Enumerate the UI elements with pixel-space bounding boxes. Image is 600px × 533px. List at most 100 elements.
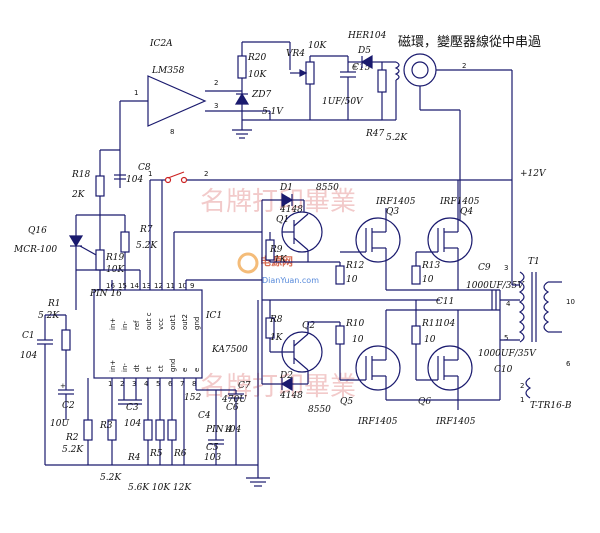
value-c2: 10U [50, 419, 69, 429]
t1-pin-1: 1 [520, 396, 524, 404]
ic1-top-pin-number: 9 [190, 282, 194, 290]
label-c15: C15 [352, 63, 371, 73]
value-c9: 1000UF/35V [466, 281, 525, 291]
watermark-logo-icon [237, 252, 259, 274]
ic1-top-pin-number: 10 [178, 282, 187, 290]
resistor-r13 [411, 265, 421, 285]
supply-label: +12V [520, 169, 547, 179]
resistor-r5 [155, 419, 165, 441]
ring-pin-2: 2 [462, 62, 466, 70]
label-r47: R47 [365, 129, 385, 139]
value-c7: 470U [221, 395, 247, 405]
ic1-bottom-pin-number: 5 [156, 380, 160, 388]
wiper-arrow-icon [299, 69, 308, 77]
ic1-top-pin-number: 13 [142, 282, 151, 290]
resistor-r47 [377, 69, 387, 93]
t1-pin-4: 4 [506, 300, 511, 308]
values-r4-r5-r6: 5.6K 10K 12K [128, 483, 192, 493]
t1-pin-3: 3 [504, 264, 508, 272]
ic1-top-pin-label: vcc [157, 318, 165, 330]
label-c3: C3 [126, 403, 139, 413]
ic1-top-pin-number: 12 [154, 282, 163, 290]
mosfet-q6 [427, 345, 473, 391]
label-q1: Q1 [276, 215, 289, 225]
label-r7: R7 [139, 225, 153, 235]
label-r19: R19 [105, 253, 125, 263]
label-vr4: VR4 [286, 49, 305, 59]
label-c2: C2 [62, 401, 75, 411]
ic1-bottom-pin-number: 2 [120, 380, 124, 388]
scr-q16 [68, 235, 84, 248]
value-c15: 1UF/50V [322, 97, 364, 107]
pin-1: 1 [134, 89, 138, 97]
watermark-bottom: 名牌打印畢業 [200, 372, 356, 402]
watermark-site: DianYuan.com [262, 276, 319, 285]
value-r12: 10 [346, 275, 358, 285]
ic1-top-pin-number: 11 [166, 282, 175, 290]
mosfet-q3 [355, 217, 401, 263]
diode-d1 [281, 192, 294, 208]
watermark-top: 名牌打印畢業 [200, 187, 356, 217]
mosfet-q4 [427, 217, 473, 263]
ic1-bottom-pin-number: 6 [168, 380, 173, 388]
t1-pin-5: 5 [504, 334, 508, 342]
label-d2: D2 [279, 371, 293, 381]
opamp-ic2a [147, 75, 207, 127]
ic1-top-pin-number: 14 [130, 282, 139, 290]
value-r1: 5.2K [38, 311, 60, 321]
value-c11: 104 [438, 319, 455, 329]
transformer-secondary [543, 281, 550, 333]
label-r5: R5 [149, 449, 163, 459]
value-zd7: 5.1V [262, 107, 284, 117]
label-r1: R1 [47, 299, 61, 309]
label-r20: R20 [247, 53, 267, 63]
label-q5: Q5 [340, 397, 353, 407]
switch-contact-right [180, 176, 188, 184]
ic1-top-pin-number: 16 [106, 282, 115, 290]
value-q1: 8550 [316, 183, 339, 193]
resistor-r1 [61, 329, 71, 351]
ic1-top-pin-number: 15 [118, 282, 127, 290]
resistor-r19 [95, 249, 105, 271]
label-q2: Q2 [302, 321, 315, 331]
title-note: 磁環，變壓器線從中串過 [398, 34, 541, 50]
label-c1: C1 [22, 331, 35, 341]
mosfet-q5 [355, 345, 401, 391]
ic1-top-pin-label: in+ [109, 318, 117, 330]
value-c10: 1000UF/35V [478, 349, 537, 359]
label-lm358: LM358 [151, 66, 185, 76]
label-c4: C4 [198, 411, 211, 421]
label-r4: R4 [127, 453, 141, 463]
pin-2: 2 [214, 79, 218, 87]
ic1-bottom-pin-label: e [181, 368, 189, 372]
ic1-top-pin-label: out2 [181, 314, 189, 330]
value-c3: 104 [124, 419, 141, 429]
value-d2: 4148 [279, 391, 303, 401]
zener-zd7 [234, 92, 250, 105]
label-ic1: IC1 [205, 311, 222, 321]
label-t1: T1 [528, 257, 540, 267]
pin-8: 8 [170, 128, 174, 136]
value-vr4: 10K [308, 41, 327, 51]
resistor-r10 [335, 325, 345, 345]
ic1-bottom-pin-label: rt [145, 366, 153, 372]
label-c5: C5 [206, 443, 219, 453]
value-c1: 104 [20, 351, 37, 361]
ic1-bottom-pin-number: 8 [192, 380, 196, 388]
value-r8: 1K [270, 333, 284, 343]
value-q2: 8550 [308, 405, 331, 415]
value-r18: 2K [71, 190, 86, 200]
label-q3: Q3 [386, 207, 399, 217]
label-her104: HER104 [347, 31, 387, 41]
label-c11: C11 [436, 297, 454, 307]
value-r47: 5.2K [386, 133, 408, 143]
ic1-bottom-pin-label: in- [121, 363, 129, 372]
label-d5: D5 [357, 46, 371, 56]
value-q6: IRF1405 [435, 417, 476, 427]
label-zd7: ZD7 [251, 90, 271, 100]
ic1-bottom-pin-number: 7 [180, 380, 184, 388]
resistor-r7 [120, 231, 130, 253]
label-pin16: PIN 16 [89, 289, 122, 299]
